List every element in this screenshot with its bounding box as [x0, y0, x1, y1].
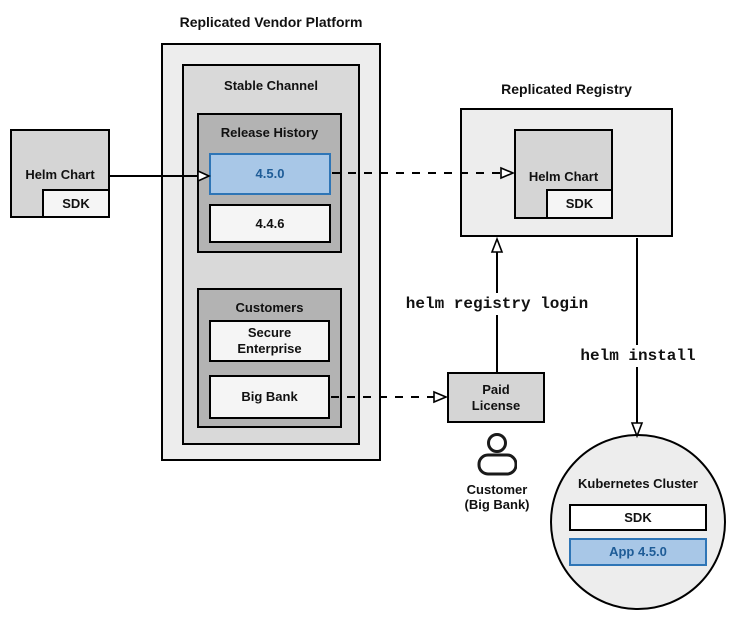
release-history-label: Release History: [220, 125, 319, 140]
customer-caption: Customer (Big Bank): [437, 482, 557, 512]
customer-secure-enterprise-label: Secure Enterprise: [237, 325, 302, 356]
release-4-5-0: 4.5.0: [209, 153, 331, 195]
stable-channel-label: Stable Channel: [224, 78, 318, 93]
release-4-4-6: 4.4.6: [209, 204, 331, 243]
registry-sdk-box: SDK: [546, 189, 613, 219]
source-sdk-box: SDK: [42, 189, 110, 218]
registry-box: Helm Chart SDK: [460, 108, 673, 237]
registry-helm-chart-box: Helm Chart SDK: [514, 129, 613, 219]
customers-label: Customers: [235, 300, 304, 315]
paid-license-label: Paid License: [471, 381, 521, 413]
helm-install-command: helm install: [577, 345, 699, 367]
kubernetes-cluster-label: Kubernetes Cluster: [578, 476, 698, 491]
source-helm-chart-box: Helm Chart SDK: [10, 129, 110, 218]
customer-big-bank: Big Bank: [209, 375, 330, 419]
person-icon: [477, 433, 517, 476]
customer-caption-line2: (Big Bank): [464, 497, 530, 512]
cluster-sdk-box: SDK: [569, 504, 707, 531]
customer-caption-line1: Customer: [466, 482, 528, 497]
cluster-app-box: App 4.5.0: [569, 538, 707, 566]
arrow-registry-to-cluster: [630, 238, 644, 439]
vendor-platform-title: Replicated Vendor Platform: [179, 14, 363, 30]
release-history-box: Release History 4.5.0 4.4.6: [197, 113, 342, 253]
registry-helm-chart-label: Helm Chart: [528, 169, 599, 184]
vendor-platform-box: Stable Channel Release History 4.5.0 4.4…: [161, 43, 381, 461]
kubernetes-cluster-circle: Kubernetes Cluster SDK App 4.5.0: [550, 434, 726, 610]
helm-registry-login-command: helm registry login: [400, 293, 594, 315]
registry-title: Replicated Registry: [501, 81, 632, 97]
source-helm-chart-label: Helm Chart: [25, 167, 95, 182]
customers-box: Customers Secure Enterprise Big Bank: [197, 288, 342, 428]
stable-channel-box: Stable Channel Release History 4.5.0 4.4…: [182, 64, 360, 445]
paid-license-box: Paid License: [447, 372, 545, 423]
customer-secure-enterprise: Secure Enterprise: [209, 320, 330, 362]
